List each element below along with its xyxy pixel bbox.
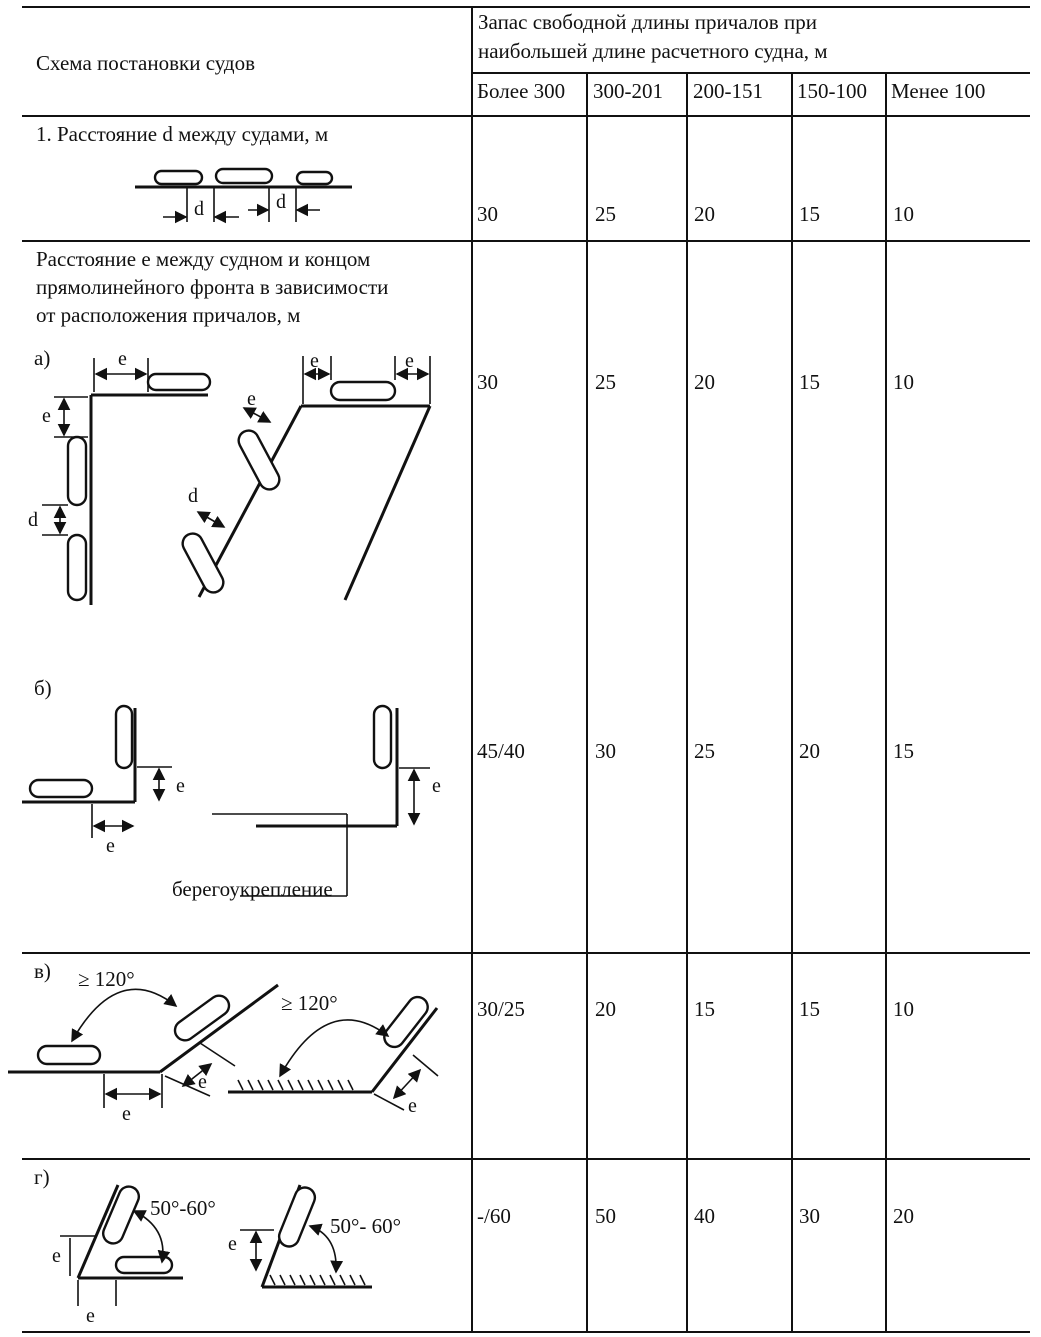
shore-protection-caption: берегоукрепление [172, 877, 333, 901]
vessel [277, 1186, 317, 1248]
vessel [66, 533, 88, 602]
row-g-value-2: 50 [595, 1204, 616, 1228]
dim-e-label: e [432, 775, 441, 797]
scheme-column-header: Схема постановки судов [36, 51, 256, 75]
row1-bottom-line [22, 240, 1030, 242]
vessel [114, 704, 134, 770]
vessel [383, 995, 429, 1049]
dim-d-label: d [188, 485, 198, 507]
row2-label-line3: от расположения причалов, м [36, 303, 301, 327]
col-header-1: Более 300 [477, 79, 566, 103]
dim-e-label: e [52, 1245, 61, 1267]
row-b-value-4: 20 [799, 739, 820, 763]
vessel [214, 167, 274, 185]
dim-e-label: e [118, 348, 127, 370]
vessel [153, 169, 204, 186]
group-header-line1: Запас свободной длины причалов при [478, 10, 817, 34]
group-header-line2: наибольшей длине расчетного судна, м [478, 39, 828, 63]
row-v-value-5: 10 [893, 997, 914, 1021]
dim-e-label: e [198, 1071, 207, 1093]
row-v-value-3: 15 [694, 997, 715, 1021]
row-a-value-1: 30 [477, 370, 498, 394]
figure-row1: d d [135, 167, 352, 224]
row-v-bottom-line [22, 1158, 1030, 1160]
vessel [101, 1185, 141, 1245]
col-header-3: 200-151 [693, 79, 763, 103]
figure-v: e e e [8, 983, 439, 1125]
vessel [295, 170, 334, 186]
row1-value-3: 20 [694, 202, 715, 226]
figure-g: e e e [52, 1184, 372, 1327]
col-divider-3 [791, 72, 793, 1333]
row1-value-4: 15 [799, 202, 820, 226]
row1-value-5: 10 [893, 202, 914, 226]
dim-d-label: d [194, 198, 204, 220]
row-g-value-5: 20 [893, 1204, 914, 1228]
vessel [372, 704, 393, 770]
vessel [237, 429, 281, 491]
sub-a-label: а) [34, 346, 51, 370]
col-header-4: 150-100 [797, 79, 867, 103]
vessel [146, 372, 212, 392]
header-subrow-line [472, 72, 1030, 74]
dim-e-label: e [247, 388, 256, 410]
angle-label-v1: ≥ 120° [78, 967, 135, 991]
row-g-value-1: -/60 [477, 1204, 511, 1228]
dim-e-label: e [405, 350, 414, 372]
table-bottom-line [22, 1331, 1030, 1333]
col-divider-scheme [471, 6, 473, 1333]
row-a-value-3: 20 [694, 370, 715, 394]
sub-v-label: в) [34, 959, 51, 983]
row-v-value-4: 15 [799, 997, 820, 1021]
row-a-value-4: 15 [799, 370, 820, 394]
vessel [329, 380, 397, 402]
col-divider-2 [686, 72, 688, 1333]
table-top-line [22, 6, 1030, 8]
row-b-value-1: 45/40 [477, 739, 525, 763]
sub-g-label: г) [34, 1165, 50, 1189]
dim-e-label: e [310, 350, 319, 372]
dim-e-label: e [122, 1103, 131, 1125]
vessel [181, 532, 225, 594]
vessel [28, 778, 94, 799]
sub-b-label: б) [34, 676, 52, 700]
vessel [173, 994, 231, 1042]
row1-label: 1. Расстояние d между судами, м [36, 122, 329, 146]
col-header-2: 300-201 [593, 79, 663, 103]
row1-value-1: 30 [477, 202, 498, 226]
col-header-5: Менее 100 [891, 79, 986, 103]
dim-e-label: e [106, 835, 115, 857]
row2-label-line1: Расстояние е между судном и концом [36, 247, 371, 271]
dim-e-label: e [176, 775, 185, 797]
row-v-value-2: 20 [595, 997, 616, 1021]
row-b-value-2: 30 [595, 739, 616, 763]
dim-e-label: e [42, 405, 51, 427]
row-a-value-2: 25 [595, 370, 616, 394]
row-b-value-3: 25 [694, 739, 715, 763]
dim-e-label: e [408, 1095, 417, 1117]
row-a-value-5: 10 [893, 370, 914, 394]
header-bottom-line [22, 115, 1030, 117]
row-g-value-4: 30 [799, 1204, 820, 1228]
vessel [66, 435, 88, 507]
row1-value-2: 25 [595, 202, 616, 226]
col-divider-1 [586, 72, 588, 1333]
figure-b: e e e [22, 704, 441, 897]
angle-label-v2: ≥ 120° [281, 991, 338, 1015]
col-divider-4 [885, 72, 887, 1333]
dim-d-label: d [28, 509, 38, 531]
dim-e-label: e [86, 1305, 95, 1327]
vessel [36, 1044, 102, 1066]
dim-e-label: e [228, 1233, 237, 1255]
figure-a: e e d e e e d [28, 348, 432, 605]
row-v-value-1: 30/25 [477, 997, 525, 1021]
row-g-value-3: 40 [694, 1204, 715, 1228]
row-b-bottom-line [22, 952, 1030, 954]
row2-label-line2: прямолинейного фронта в зависимости [36, 275, 389, 299]
row-b-value-5: 15 [893, 739, 914, 763]
vessel [114, 1255, 174, 1275]
dim-d-label: d [276, 191, 286, 213]
